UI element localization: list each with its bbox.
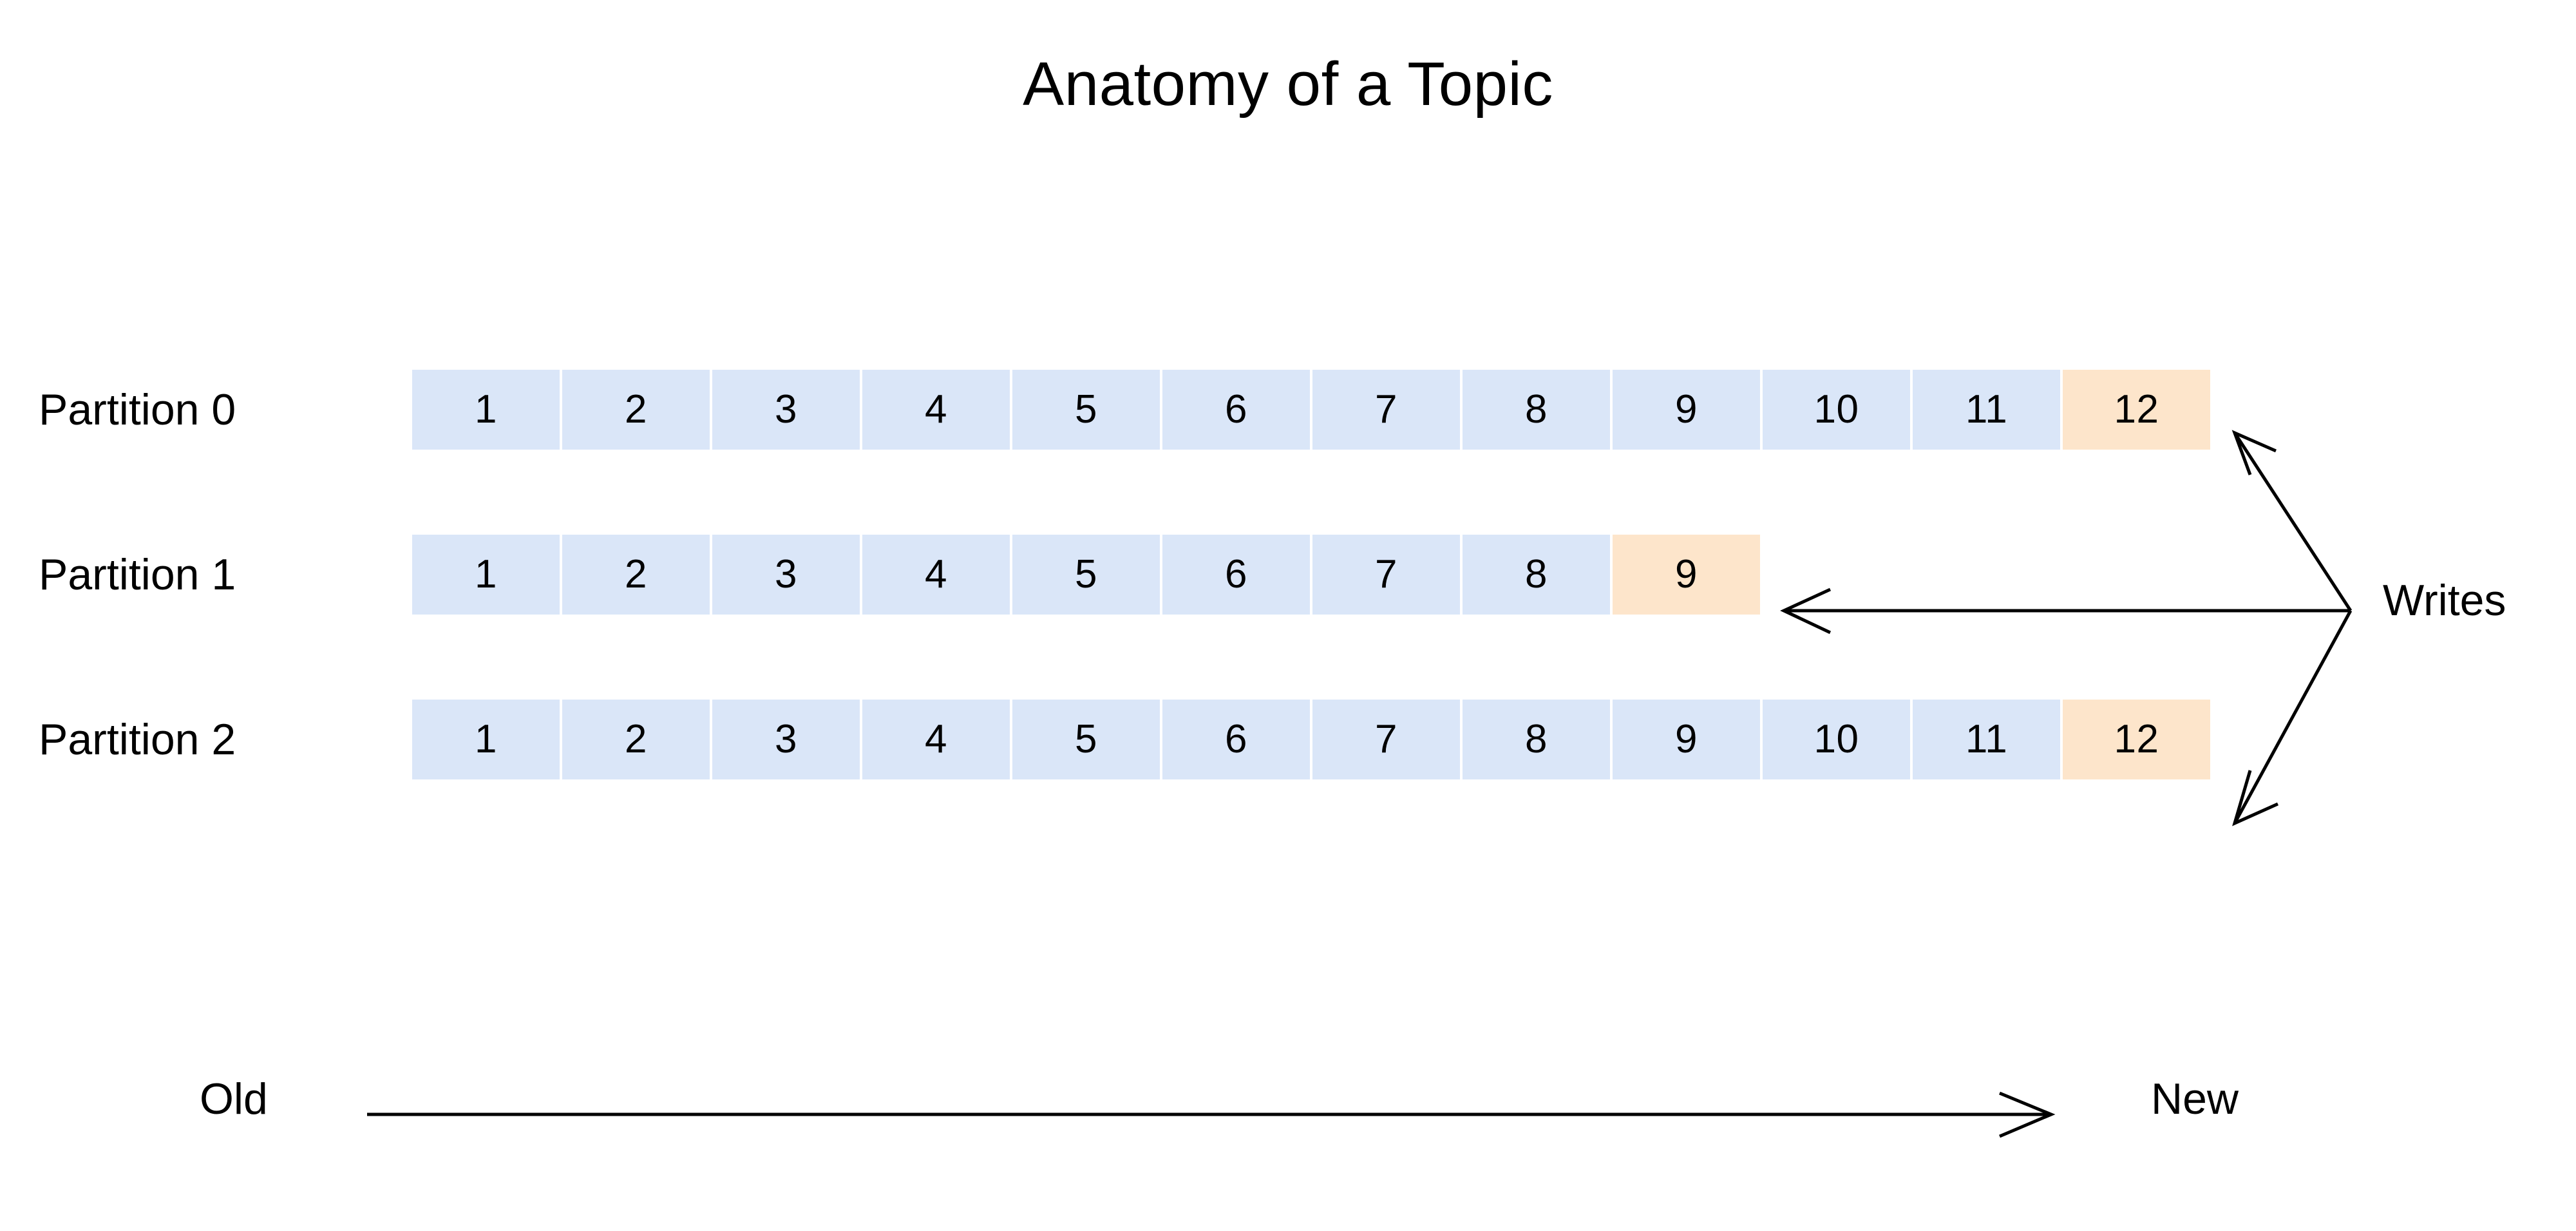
partition-label-2: Partition 2 [39,715,236,764]
log-cell[interactable]: 7 [1312,370,1460,450]
arrow-up-left-icon [2231,430,2353,612]
log-cell-newest[interactable]: 12 [2063,370,2210,450]
log-cell-newest[interactable]: 12 [2063,700,2210,779]
page-title: Anatomy of a Topic [1023,50,1553,119]
log-cell[interactable]: 10 [1763,370,1910,450]
log-cell[interactable]: 1 [412,370,560,450]
log-cell[interactable]: 2 [562,535,710,615]
log-cell[interactable]: 1 [412,535,560,615]
log-cell[interactable]: 9 [1613,700,1760,779]
log-cell[interactable]: 11 [1913,370,2060,450]
arrow-right-icon [367,1091,2056,1138]
log-cell[interactable]: 5 [1012,700,1160,779]
writes-label: Writes [2383,576,2506,625]
partition-cells-2: 1 2 3 4 5 6 7 8 9 10 11 12 [412,700,2210,779]
log-cell[interactable]: 7 [1312,700,1460,779]
timeline-new-label: New [2151,1074,2239,1123]
log-cell[interactable]: 11 [1913,700,2060,779]
log-cell[interactable]: 7 [1312,535,1460,615]
log-cell[interactable]: 8 [1463,370,1610,450]
arrow-left-icon [1780,587,2351,635]
log-cell[interactable]: 8 [1463,535,1610,615]
log-cell[interactable]: 1 [412,700,560,779]
log-cell[interactable]: 3 [712,535,860,615]
log-cell[interactable]: 3 [712,700,860,779]
partition-label-0: Partition 0 [39,385,236,434]
log-cell[interactable]: 10 [1763,700,1910,779]
log-cell-newest[interactable]: 9 [1613,535,1760,615]
partition-label-1: Partition 1 [39,550,236,599]
log-cell[interactable]: 6 [1162,700,1310,779]
arrow-down-left-icon [2232,609,2353,826]
partition-cells-1: 1 2 3 4 5 6 7 8 9 [412,535,1760,615]
timeline-old-label: Old [200,1074,268,1123]
log-cell[interactable]: 8 [1463,700,1610,779]
log-cell[interactable]: 3 [712,370,860,450]
log-cell[interactable]: 5 [1012,535,1160,615]
log-cell[interactable]: 5 [1012,370,1160,450]
log-cell[interactable]: 6 [1162,535,1310,615]
log-cell[interactable]: 4 [862,700,1010,779]
log-cell[interactable]: 4 [862,535,1010,615]
log-cell[interactable]: 9 [1613,370,1760,450]
log-cell[interactable]: 2 [562,700,710,779]
partition-cells-0: 1 2 3 4 5 6 7 8 9 10 11 12 [412,370,2210,450]
log-cell[interactable]: 4 [862,370,1010,450]
log-cell[interactable]: 6 [1162,370,1310,450]
log-cell[interactable]: 2 [562,370,710,450]
